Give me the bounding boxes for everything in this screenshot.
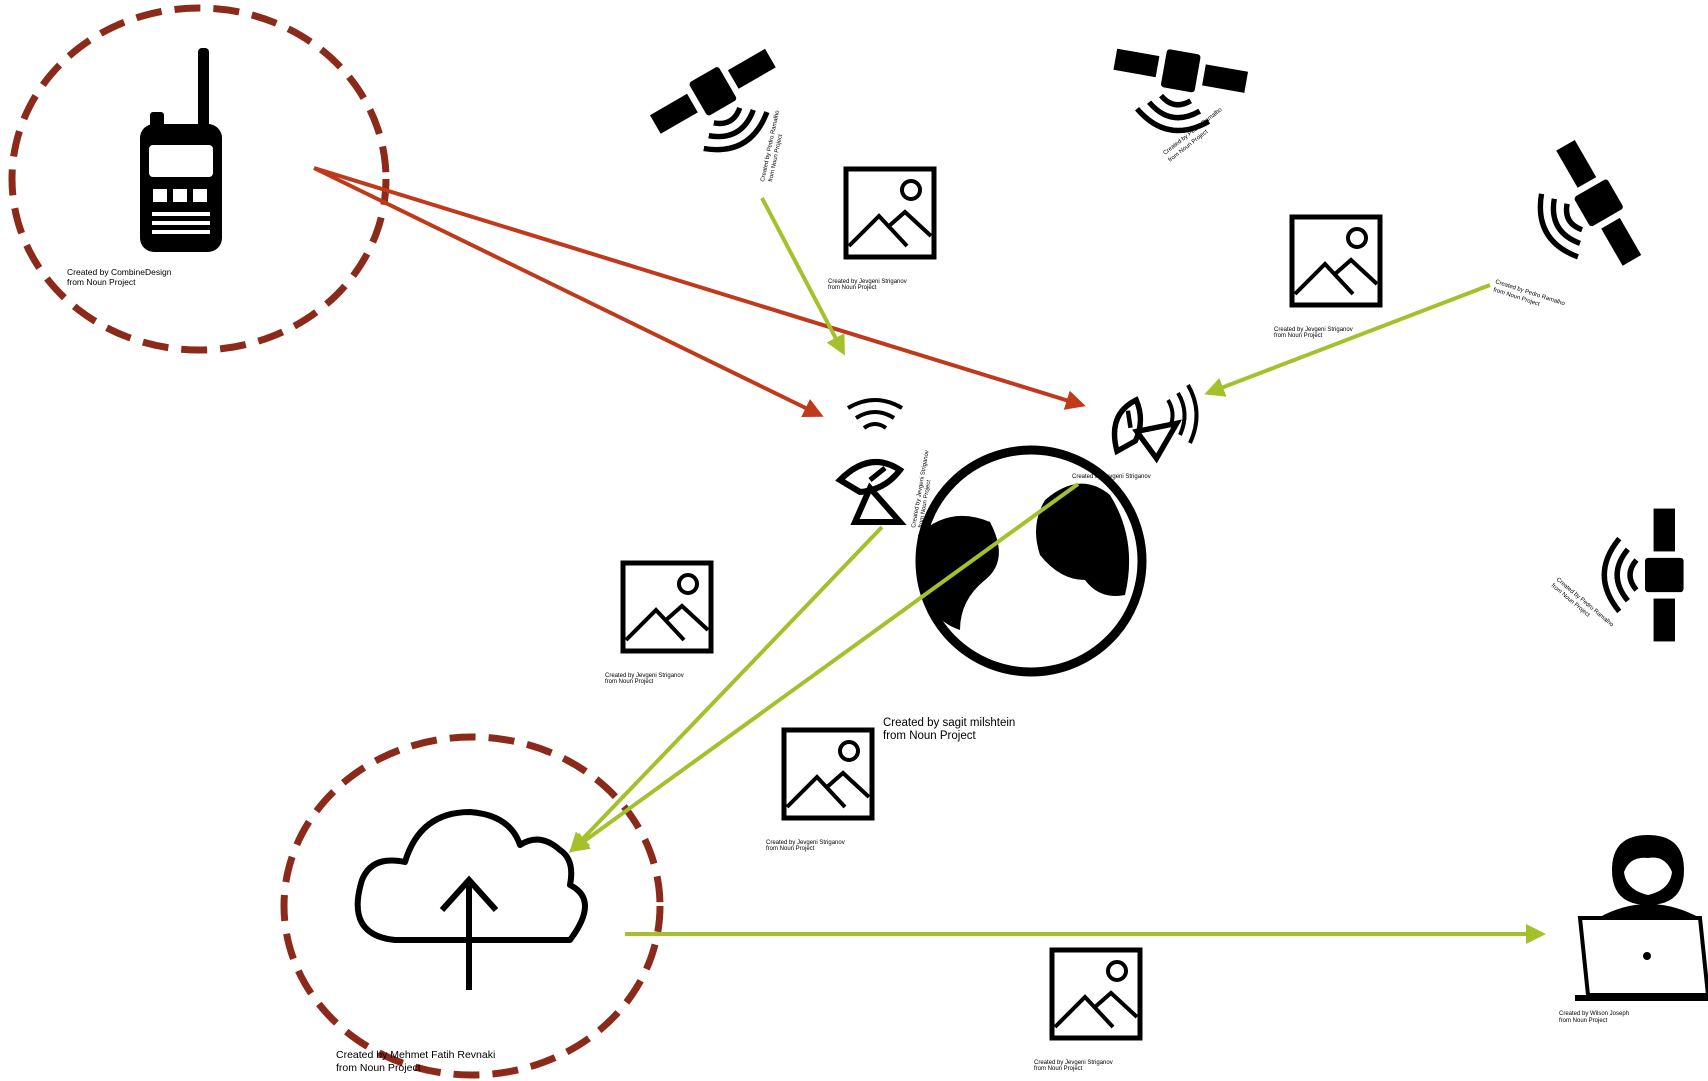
image-placeholder-icon [1052, 950, 1140, 1038]
credit-image-1-line1: Created by Jevgeni Striganov [828, 279, 907, 285]
credit-image-3-line2: from Noun Project [605, 679, 654, 685]
credit-image-3-line1: Created by Jevgeni Striganov [605, 673, 684, 679]
credit-globe-line1: Created by sagit milshtein [883, 717, 1015, 729]
image-placeholder-icon [784, 730, 872, 818]
credit-dish-2-line1: Created by Jevgeni Striganov [1072, 474, 1151, 480]
credit-user-line2: from Noun Project [1559, 1018, 1608, 1024]
arrow-satellite-to-dish-left [760, 197, 845, 356]
credit-image-5-line1: Created by Jevgeni Striganov [1034, 1060, 1113, 1066]
arrow-radio-to-dish-left [313, 166, 824, 417]
credit-walkie-line1: Created by CombineDesign [67, 267, 172, 277]
credit-cloud-line1: Created by Mehmet Fatih Revnaki [336, 1049, 495, 1061]
highlight-circle-radio [8, 4, 390, 354]
arrow-dish-right-to-cloud [568, 482, 1080, 853]
credit-cloud-line2: from Noun Project [336, 1062, 421, 1074]
credit-image-4-line2: from Noun Project [766, 846, 815, 852]
credit-image-1-line2: from Noun Project [828, 285, 877, 291]
dish-antenna-icon [1103, 384, 1199, 470]
highlight-circle-cloud [280, 733, 664, 1079]
credit-image-2-line2: from Noun Project [1274, 333, 1323, 339]
dish-antenna-icon [840, 398, 904, 522]
arrow-radio-to-dish-right [313, 166, 1086, 410]
globe-icon [915, 445, 1147, 677]
user-laptop-icon [1575, 835, 1708, 1001]
credit-globe-line2: from Noun Project [883, 730, 976, 742]
arrow-satellite-to-dish-right [1204, 283, 1491, 397]
credit-image-2-line1: Created by Jevgeni Striganov [1274, 327, 1353, 333]
satellite-icon [1105, 40, 1250, 141]
credit-user-line1: Created by Wilson Joseph [1559, 1011, 1629, 1017]
walkie-talkie-icon [140, 48, 222, 252]
image-placeholder-icon [623, 563, 711, 651]
credit-image-4-line1: Created by Jevgeni Striganov [766, 840, 845, 846]
credit-walkie-line2: from Noun Project [67, 277, 136, 287]
arrow-dish-left-to-cloud [569, 525, 884, 853]
satellite-icon [1604, 509, 1683, 642]
satellite-icon [1514, 136, 1649, 291]
image-placeholder-icon [1292, 217, 1380, 305]
credit-image-5-line2: from Noun Project [1034, 1066, 1083, 1072]
image-placeholder-icon [846, 169, 934, 257]
cloud-upload-icon [354, 809, 588, 990]
